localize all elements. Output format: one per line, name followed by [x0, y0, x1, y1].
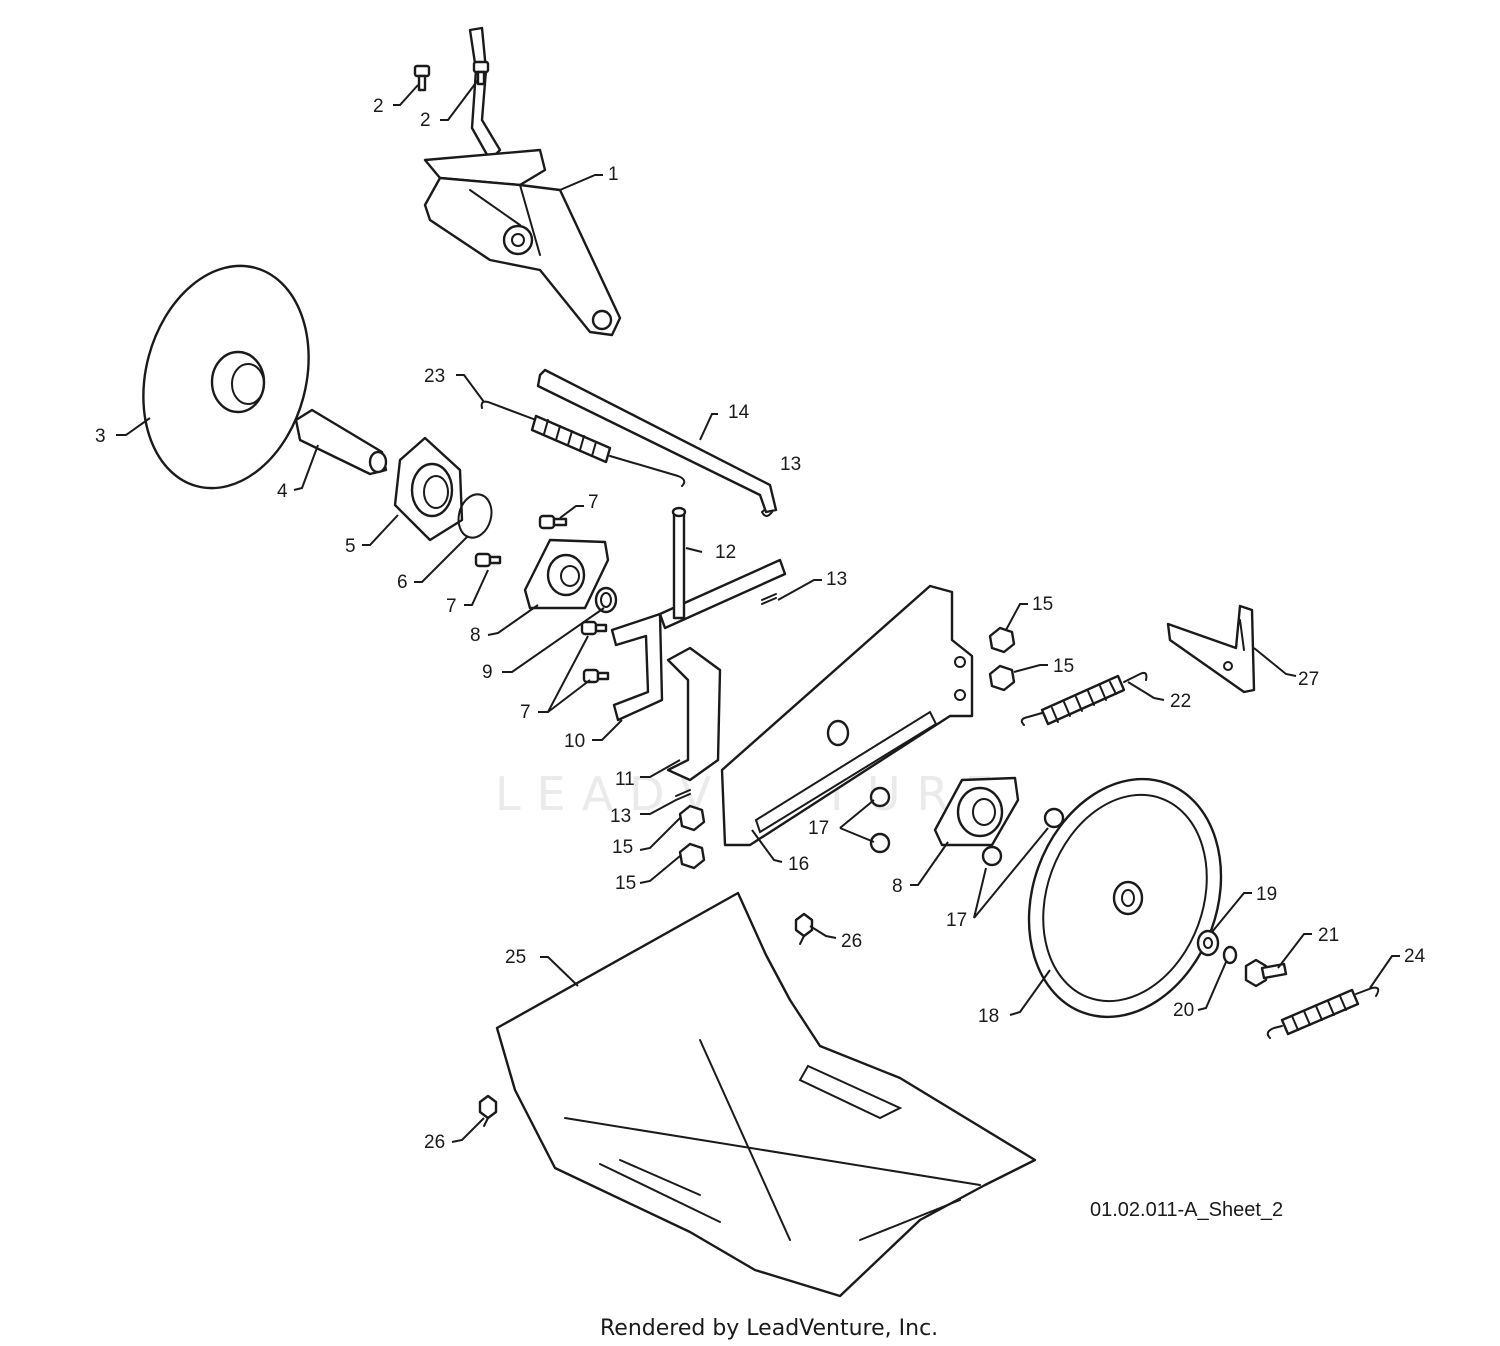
- part-6-retaining-ring[interactable]: [454, 491, 496, 542]
- part-14-linkage-rod[interactable]: [536, 368, 778, 514]
- part-2-bolt-right[interactable]: [472, 60, 490, 86]
- callout-21: 21: [1318, 925, 1339, 946]
- sheet-id: 01.02.011-A_Sheet_2: [1090, 1199, 1283, 1221]
- part-7-bolt-lower-a[interactable]: [580, 620, 608, 636]
- part-15-nut-lower-a[interactable]: [678, 804, 706, 832]
- part-3-friction-disc[interactable]: [119, 247, 332, 507]
- part-15-nut-middle[interactable]: [988, 664, 1016, 692]
- callout-7c: 7: [520, 702, 531, 723]
- callout-27: 27: [1298, 669, 1319, 690]
- callout-5: 5: [345, 536, 356, 557]
- part-13-hairpin-clip-middle[interactable]: [761, 593, 777, 605]
- callout-18: 18: [978, 1006, 999, 1027]
- part-17-nut-b[interactable]: [869, 832, 891, 854]
- part-12-pivot-rod[interactable]: [671, 506, 687, 620]
- part-18-pulley[interactable]: [997, 752, 1253, 1044]
- callout-13b: 13: [826, 569, 847, 590]
- callout-11: 11: [615, 769, 635, 790]
- callout-13c: 13: [610, 806, 631, 827]
- callout-8a: 8: [470, 625, 481, 646]
- part-26-screw-upper[interactable]: [794, 912, 814, 945]
- part-8-flange-bearing-upper[interactable]: [523, 538, 610, 610]
- part-4-shaft[interactable]: [294, 408, 388, 476]
- footer-credit: Rendered by LeadVenture, Inc.: [600, 1316, 938, 1341]
- callout-labels: 2 2 1 3 4 5 6 7 7 7 8 8 9 10 11 12 13 13…: [95, 96, 1426, 1153]
- callout-13a: 13: [780, 454, 801, 475]
- callout-2b: 2: [420, 110, 431, 131]
- part-10-pivot-bracket[interactable]: [610, 558, 787, 722]
- part-1-shift-lever[interactable]: [423, 26, 622, 337]
- part-21-bolt[interactable]: [1244, 958, 1288, 988]
- callout-14: 14: [728, 402, 750, 423]
- callout-10: 10: [564, 731, 585, 752]
- callout-7a: 7: [588, 492, 599, 513]
- callout-22: 22: [1170, 691, 1191, 712]
- part-17-nut-a[interactable]: [869, 786, 891, 808]
- callout-23: 23: [424, 366, 445, 387]
- callout-17b: 17: [946, 910, 967, 931]
- part-24-extension-spring[interactable]: [1266, 986, 1380, 1039]
- callout-15a: 15: [1032, 594, 1053, 615]
- part-17-nut-c[interactable]: [981, 845, 1003, 867]
- part-5-bearing-housing[interactable]: [393, 436, 464, 542]
- leader-lines: [116, 79, 1400, 1143]
- part-7-bolt-middle[interactable]: [474, 552, 502, 568]
- callout-4: 4: [277, 481, 288, 502]
- part-25-cover-plate[interactable]: [495, 891, 1037, 1298]
- callout-15d: 15: [615, 873, 636, 894]
- part-8-flange-bearing-lower[interactable]: [933, 776, 1020, 847]
- callout-16: 16: [788, 854, 809, 875]
- callout-15c: 15: [612, 837, 633, 858]
- callout-7b: 7: [446, 596, 457, 617]
- part-19-washer[interactable]: [1196, 929, 1220, 957]
- callout-6: 6: [397, 572, 408, 593]
- callout-17a: 17: [808, 818, 829, 839]
- part-22-extension-spring[interactable]: [1020, 671, 1148, 726]
- callout-2a: 2: [373, 96, 384, 117]
- callout-15b: 15: [1053, 656, 1074, 677]
- callout-12: 12: [715, 542, 736, 563]
- part-15-nut-lower-b[interactable]: [678, 842, 706, 870]
- part-15-nut-upper[interactable]: [988, 626, 1016, 654]
- callout-26a: 26: [841, 931, 862, 952]
- callout-25: 25: [505, 947, 526, 968]
- part-27-bracket[interactable]: [1166, 604, 1256, 694]
- callout-19: 19: [1256, 884, 1277, 905]
- part-13-hairpin-clip-lower[interactable]: [675, 789, 691, 801]
- part-17-nut-d[interactable]: [1043, 807, 1065, 829]
- callout-9: 9: [482, 662, 493, 683]
- part-16-mounting-plate[interactable]: [720, 584, 974, 847]
- part-26-screw-lower[interactable]: [478, 1094, 498, 1127]
- part-2-bolt-left[interactable]: [413, 64, 431, 92]
- part-7-bolt-upper[interactable]: [538, 514, 568, 530]
- part-9-washer[interactable]: [594, 586, 618, 614]
- callout-24: 24: [1404, 946, 1426, 967]
- callout-8b: 8: [892, 876, 903, 897]
- part-20-lock-washer[interactable]: [1222, 945, 1238, 965]
- callout-20: 20: [1173, 1000, 1194, 1021]
- part-7-bolt-lower-b[interactable]: [582, 668, 610, 684]
- callout-3: 3: [95, 426, 106, 447]
- callout-1: 1: [608, 164, 619, 185]
- part-11-support-bracket[interactable]: [666, 646, 722, 782]
- callout-26b: 26: [424, 1132, 445, 1153]
